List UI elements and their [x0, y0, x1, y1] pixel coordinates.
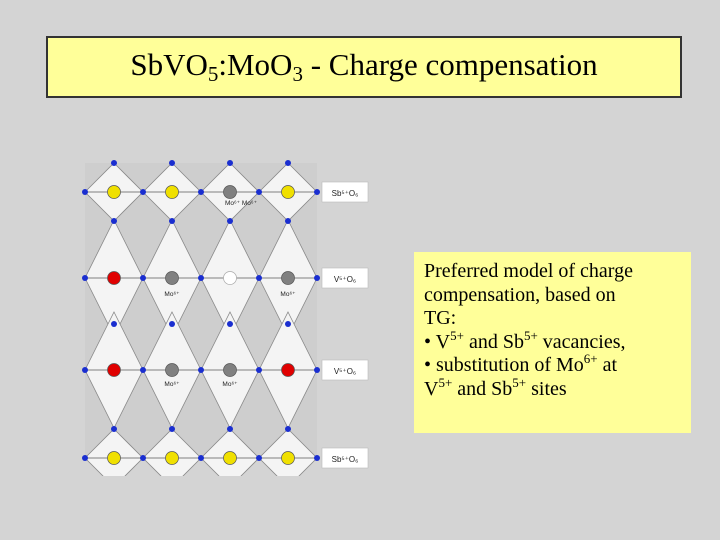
mo-atom: [223, 363, 237, 377]
mo-label: Mo⁶⁺: [280, 291, 295, 298]
vacancy-site: [223, 271, 237, 285]
oxygen-atom: [285, 426, 291, 432]
slide-title: SbVO5:MoO3 - Charge compensation: [46, 36, 682, 98]
oxygen-atom: [198, 275, 204, 281]
oxygen-atom: [169, 426, 175, 432]
mo-label: Mo⁶⁺: [164, 291, 179, 298]
sb-atom: [107, 451, 121, 465]
oxygen-atom: [314, 189, 320, 195]
oxygen-atom: [169, 218, 175, 224]
oxygen-atom: [82, 275, 88, 281]
mo-atom: [223, 185, 237, 199]
explanation-line-2: compensation, based on: [424, 283, 616, 306]
oxygen-atom: [285, 321, 291, 327]
oxygen-atom: [227, 426, 233, 432]
v-atom: [281, 363, 295, 377]
oxygen-atom: [198, 189, 204, 195]
layer-label-sb-top-box: [321, 181, 369, 203]
sb-atom: [223, 451, 237, 465]
explanation-line-6: V5+ and Sb5+ sites: [424, 374, 567, 400]
layer-label-v-lower: V⁵⁺O₆: [334, 367, 356, 376]
oxygen-atom: [111, 321, 117, 327]
layer-label-v-upper-box: [321, 267, 369, 289]
explanation-line-3: TG:: [424, 307, 457, 329]
oxygen-atom: [256, 189, 262, 195]
layer-label-sb-bottom: Sb⁵⁺O₆: [332, 455, 359, 464]
oxygen-atom: [82, 455, 88, 461]
oxygen-atom: [256, 367, 262, 373]
sb-atom: [165, 185, 179, 199]
oxygen-atom: [227, 321, 233, 327]
mo-atom: [281, 271, 295, 285]
oxygen-atom: [314, 367, 320, 373]
oxygen-atom: [227, 218, 233, 224]
oxygen-atom: [285, 160, 291, 166]
layer-label-v-upper: V⁵⁺O₆: [334, 275, 356, 284]
mo-label: Mo⁶⁺: [164, 381, 179, 388]
oxygen-atom: [285, 218, 291, 224]
sb-atom: [281, 451, 295, 465]
oxygen-atom: [314, 275, 320, 281]
oxygen-atom: [140, 367, 146, 373]
oxygen-atom: [111, 426, 117, 432]
v-atom: [107, 363, 121, 377]
mo-label: Mo⁶⁺: [222, 381, 237, 388]
mo-label: Mo⁶⁺ Mo⁶⁺: [225, 200, 257, 207]
layer-label-v-lower-box: [321, 359, 369, 381]
oxygen-atom: [198, 367, 204, 373]
oxygen-atom: [82, 189, 88, 195]
oxygen-atom: [256, 455, 262, 461]
explanation-bullet-vacancies: • V5+ and Sb5+ vacancies,: [424, 327, 626, 353]
sb-atom: [165, 451, 179, 465]
oxygen-atom: [140, 455, 146, 461]
oxygen-atom: [140, 189, 146, 195]
oxygen-atom: [227, 160, 233, 166]
layer-label-sb-top: Sb⁵⁺O₆: [332, 189, 359, 198]
oxygen-atom: [198, 455, 204, 461]
oxygen-atom: [82, 367, 88, 373]
sb-atom: [107, 185, 121, 199]
mo-atom: [165, 271, 179, 285]
oxygen-atom: [111, 218, 117, 224]
explanation-bullet-substitution: • substitution of Mo6+ at: [424, 351, 618, 376]
crystal-structure-diagram: Mo⁶⁺ Mo⁶⁺ Mo⁶⁺ Mo⁶⁺ Mo⁶⁺ Mo⁶⁺ Sb⁵⁺O₆ V⁵⁺O₆ V⁵⁺O…: [78, 148, 374, 476]
oxygen-atom: [111, 160, 117, 166]
oxygen-atom: [169, 160, 175, 166]
v-atom: [107, 271, 121, 285]
explanation-line-1: Preferred model of charge: [424, 260, 633, 282]
explanation-box: Preferred model of charge compensation, …: [414, 252, 691, 433]
title-text: SbVO5:MoO3 - Charge compensation: [130, 47, 598, 86]
oxygen-atom: [140, 275, 146, 281]
mo-atom: [165, 363, 179, 377]
oxygen-atom: [169, 321, 175, 327]
sb-atom: [281, 185, 295, 199]
layer-label-sb-bottom-box: [321, 447, 369, 469]
oxygen-atom: [256, 275, 262, 281]
oxygen-atom: [314, 455, 320, 461]
